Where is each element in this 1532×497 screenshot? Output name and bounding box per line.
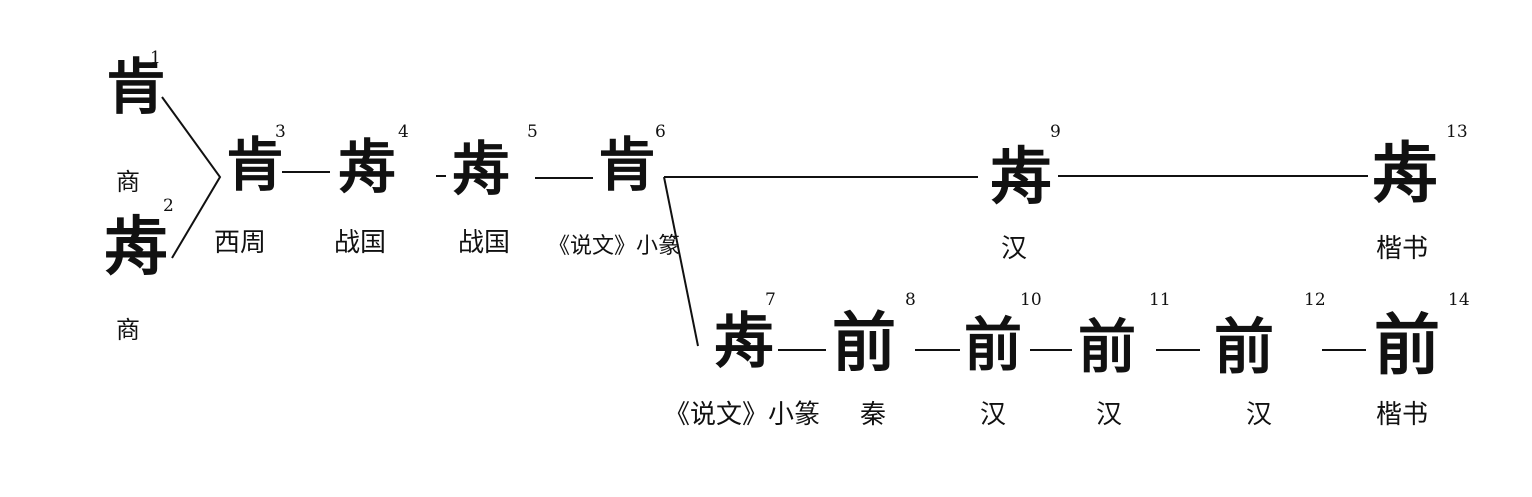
glyph-7: 歬: [714, 307, 774, 377]
branch-6-7: [663, 176, 699, 347]
glyph-6: 肯: [598, 131, 657, 199]
glyph-3: 肯: [226, 131, 285, 199]
period-label-8: 秦: [860, 400, 887, 430]
glyph-1: 肯: [106, 53, 166, 123]
node-number-1: 1: [150, 48, 161, 68]
period-label-2: 商: [116, 316, 140, 344]
glyph-8: 前: [832, 306, 896, 381]
period-label-13: 楷书: [1376, 234, 1429, 264]
merge-bracket: [161, 96, 222, 259]
node-number-12: 12: [1304, 290, 1326, 310]
node-number-8: 8: [905, 290, 916, 310]
glyph-10: 前: [964, 311, 1023, 379]
node-number-10: 10: [1020, 290, 1042, 310]
period-label-3: 西周: [214, 228, 267, 258]
node-number-2: 2: [163, 196, 174, 216]
node-number-14: 14: [1448, 290, 1470, 310]
period-label-5: 战国: [458, 228, 511, 258]
node-number-9: 9: [1050, 122, 1061, 142]
node-number-5: 5: [527, 122, 538, 142]
glyph-9: 歬: [990, 140, 1053, 213]
glyph-11: 前: [1078, 313, 1137, 381]
period-label-14: 楷书: [1376, 400, 1429, 430]
period-label-11: 汉: [1096, 400, 1123, 430]
node-number-13: 13: [1446, 122, 1468, 142]
period-label-9: 汉: [1001, 234, 1028, 264]
period-label-12: 汉: [1246, 400, 1273, 430]
glyph-14: 前: [1374, 306, 1440, 384]
glyph-13: 歬: [1372, 134, 1438, 212]
node-number-6: 6: [655, 122, 666, 142]
glyph-5: 歬: [452, 135, 511, 203]
period-label-7: 《说文》小篆: [664, 400, 821, 430]
node-number-7: 7: [765, 290, 776, 310]
node-number-3: 3: [275, 122, 286, 142]
period-label-4: 战国: [334, 228, 387, 258]
period-label-1: 商: [116, 168, 140, 196]
node-number-4: 4: [398, 122, 409, 142]
glyph-2: 歬: [104, 210, 168, 285]
glyph-12: 前: [1214, 313, 1274, 383]
glyph-4: 歬: [338, 133, 397, 201]
period-label-10: 汉: [980, 400, 1007, 430]
node-number-11: 11: [1149, 290, 1171, 310]
period-label-6: 《说文》小篆: [548, 234, 681, 259]
